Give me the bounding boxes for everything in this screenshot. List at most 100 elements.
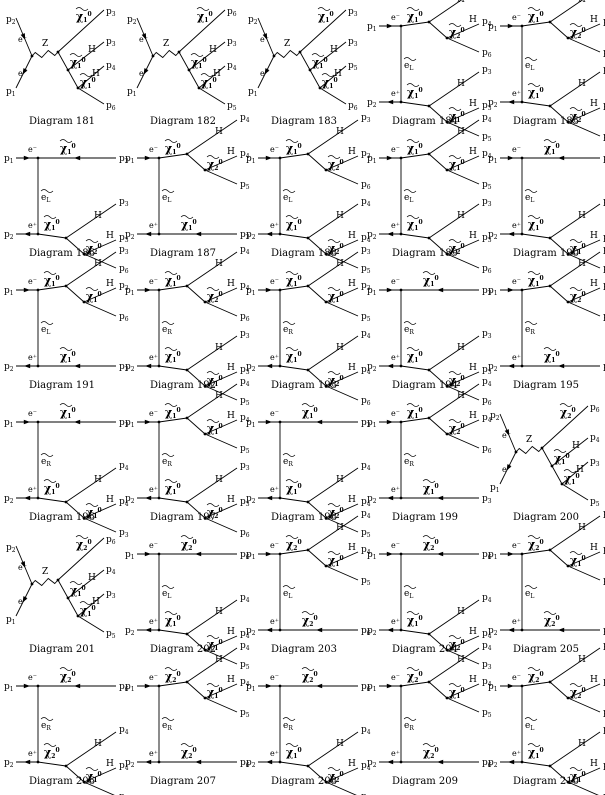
- tilde-mark: [59, 403, 73, 407]
- tilde-mark: [406, 403, 420, 407]
- higgs-line: [567, 107, 601, 123]
- tilde-mark: [164, 347, 178, 351]
- momentum-label: p4: [590, 433, 600, 444]
- higgs-line: [325, 503, 359, 519]
- momentum-label: p3: [361, 113, 371, 124]
- diagram-caption: Diagram 192: [150, 380, 216, 391]
- fermion-arrow: [506, 464, 512, 471]
- momentum-label: p5: [603, 264, 605, 275]
- higgs-line: [307, 119, 359, 155]
- higgs-label: H: [92, 597, 100, 607]
- fermion-arrow: [144, 551, 152, 557]
- electron-label: e⁻: [270, 541, 279, 550]
- positron-label: e⁺: [270, 485, 279, 494]
- propagator-line: [83, 253, 117, 269]
- neutralino-label: χ20: [44, 746, 60, 760]
- electron-label: e⁻: [270, 145, 279, 154]
- momentum-label: p5: [590, 497, 600, 508]
- propagator-line: [307, 369, 327, 387]
- fermion-arrow: [73, 419, 81, 425]
- higgs-label: H: [336, 343, 344, 353]
- neutralino-label: χ20: [544, 614, 560, 628]
- higgs-label: H: [336, 259, 344, 269]
- propagator-line: [279, 497, 309, 503]
- momentum-label: p4: [603, 725, 605, 736]
- higgs-line: [204, 683, 238, 699]
- momentum-label: p3: [240, 230, 250, 241]
- higgs-line: [204, 287, 238, 303]
- diagram-caption: Diagram 193: [271, 380, 337, 391]
- selectron-label: eR: [41, 457, 51, 468]
- higgs-label: H: [215, 343, 223, 353]
- propagator-line: [400, 233, 430, 239]
- momentum-label: p2: [246, 758, 256, 769]
- z-boson-line: [273, 49, 301, 59]
- higgs-line: [186, 467, 238, 503]
- momentum-label: p1: [367, 682, 377, 693]
- neutralino-label: χ10: [528, 86, 544, 100]
- momentum-label: p4: [240, 281, 250, 292]
- positron-label: e⁺: [149, 485, 158, 494]
- propagator-line: [549, 681, 569, 699]
- momentum-label: p1: [248, 87, 258, 98]
- tilde-mark: [206, 503, 220, 507]
- propagator-line: [57, 579, 69, 599]
- momentum-label: p1: [6, 87, 16, 98]
- neutralino-label: χ10: [318, 10, 334, 24]
- higgs-label: H: [215, 607, 223, 617]
- momentum-label: p2: [125, 758, 135, 769]
- tilde-mark: [406, 667, 420, 671]
- higgs-label: H: [106, 279, 114, 289]
- selectron-label: eR: [404, 325, 414, 336]
- neutralino-label: χ10: [423, 482, 439, 496]
- propagator-line: [279, 549, 309, 555]
- fermion-arrow: [436, 759, 444, 765]
- tilde-mark: [85, 239, 99, 243]
- momentum-label: p3: [603, 17, 605, 28]
- propagator-line: [158, 417, 188, 423]
- higgs-line: [204, 503, 238, 519]
- propagator-line: [279, 285, 309, 291]
- momentum-label: p2: [488, 98, 498, 109]
- higgs-line: [186, 599, 238, 635]
- positron-label: e⁺: [512, 353, 521, 362]
- higgs-label: H: [336, 739, 344, 749]
- diagram-caption: Diagram 203: [271, 644, 337, 655]
- momentum-label: p6: [106, 101, 116, 112]
- higgs-line: [325, 371, 359, 387]
- propagator-line: [541, 447, 553, 467]
- propagator-line: [325, 301, 359, 317]
- selectron-label: eL: [404, 589, 413, 600]
- momentum-label: p3: [119, 281, 129, 292]
- propagator-line: [400, 681, 430, 687]
- momentum-label: p1: [125, 418, 135, 429]
- higgs-line: [549, 0, 584, 23]
- neutralino-label: χ20: [207, 290, 223, 304]
- momentum-label: p5: [240, 180, 250, 191]
- z-label: Z: [526, 435, 532, 445]
- momentum-label: p3: [240, 329, 250, 340]
- momentum-label: p3: [482, 286, 492, 297]
- tilde-mark: [196, 7, 210, 11]
- propagator-line: [204, 697, 238, 713]
- tilde-mark: [527, 215, 541, 219]
- tilde-mark: [406, 611, 420, 615]
- higgs-label: H: [348, 495, 356, 505]
- neutralino-label: χ10: [528, 274, 544, 288]
- propagator-line: [428, 153, 448, 171]
- tilde-mark: [403, 189, 417, 193]
- momentum-label: p4: [240, 113, 250, 124]
- diagram-caption: Diagram 190: [513, 248, 579, 259]
- electron-label: e⁻: [139, 35, 148, 44]
- neutralino-label: χ20: [449, 422, 465, 436]
- momentum-label: p4: [482, 593, 492, 604]
